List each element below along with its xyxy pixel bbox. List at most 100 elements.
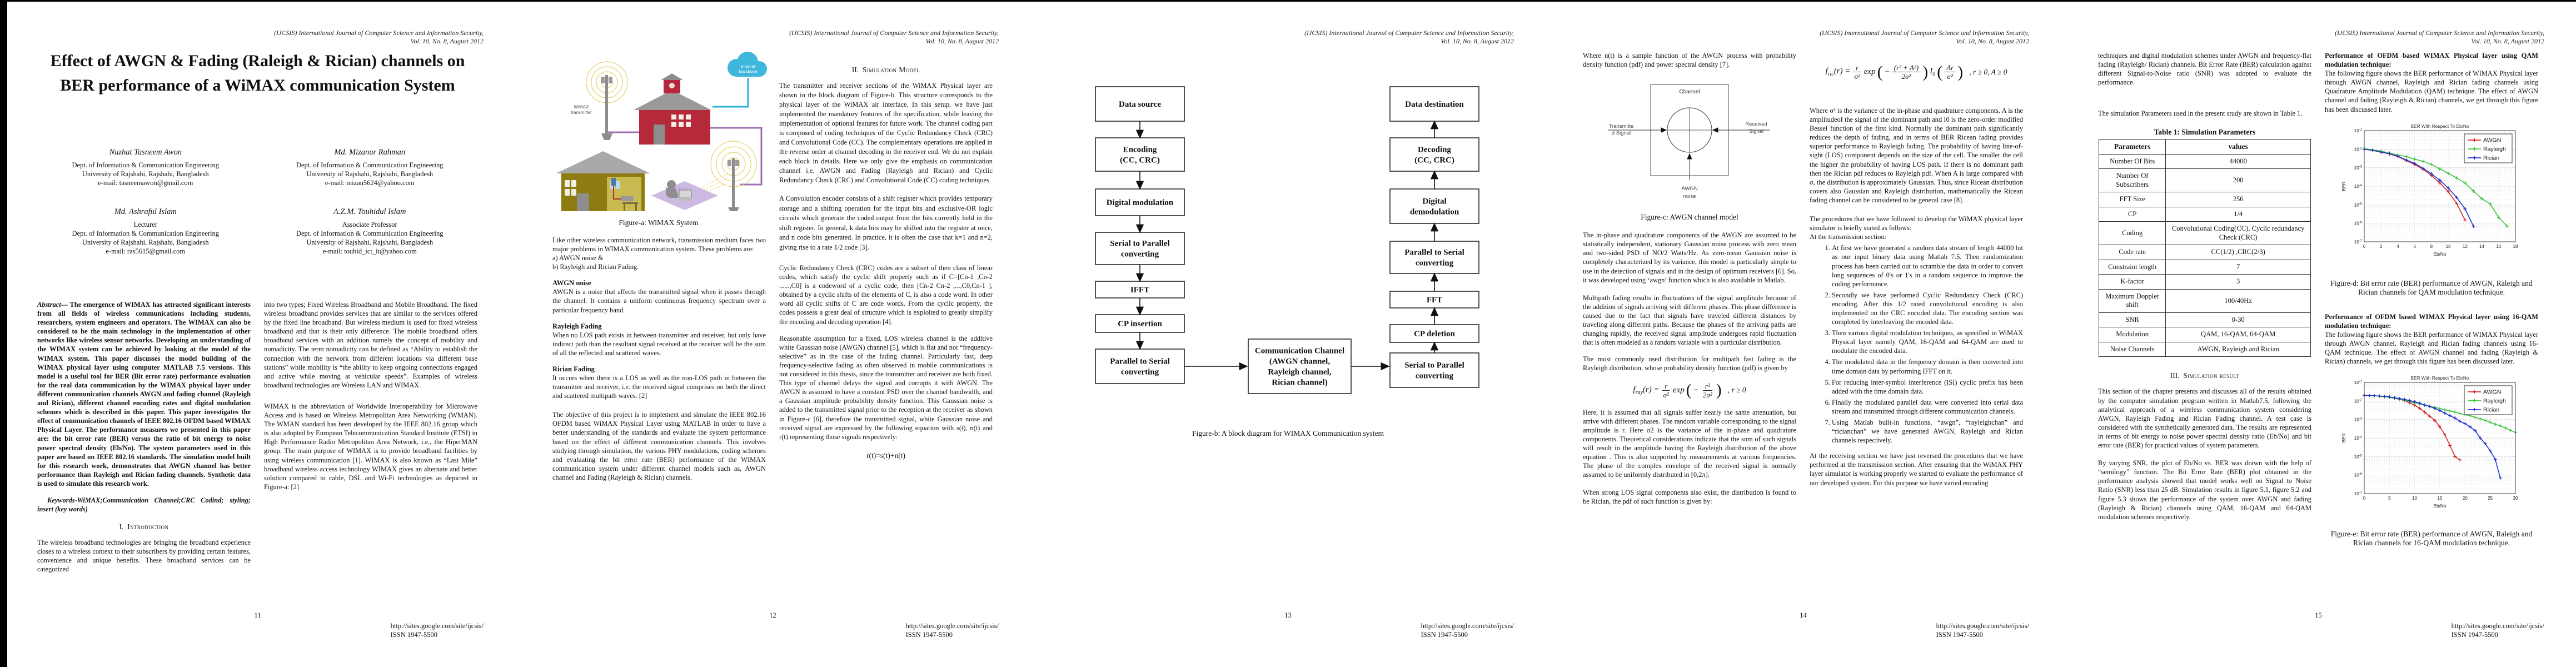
journal-header-line2: Vol. 10, No. 8, August 2012 bbox=[410, 37, 484, 45]
svg-text:6: 6 bbox=[2413, 244, 2416, 249]
page-number: 13 bbox=[1284, 611, 1292, 619]
journal-header-line2: Vol. 10, No. 8, August 2012 bbox=[925, 37, 999, 45]
svg-text:Digital modulation: Digital modulation bbox=[1107, 198, 1174, 207]
svg-text:converting: converting bbox=[1121, 368, 1159, 377]
footer-site: http://sites.google.com/site/ijcsis/ ISS… bbox=[2452, 621, 2544, 639]
table-cell: 0-30 bbox=[2165, 312, 2311, 328]
page1-left-column: Abstract— The emergence of WIMAX has att… bbox=[37, 300, 251, 582]
page5-left-column: techniques and digital modulation scheme… bbox=[2098, 51, 2311, 529]
section-1-heading: I. Introduction bbox=[37, 522, 251, 531]
diagram-box-tx-6: Parallel to Serial converting bbox=[1095, 349, 1185, 384]
table-cell: Coding bbox=[2098, 221, 2166, 246]
svg-text:Encoding: Encoding bbox=[1123, 146, 1157, 155]
svg-text:BER With Respect To Eb/No: BER With Respect To Eb/No bbox=[2411, 123, 2469, 129]
paragraph: A Convolution encoder consists of a shif… bbox=[779, 195, 993, 251]
footer-url[interactable]: http://sites.google.com/site/ijcsis/ bbox=[1421, 622, 1514, 630]
paragraph: When no LOS path exists in between trans… bbox=[552, 331, 766, 357]
journal-header: (IJCSIS) International Journal of Comput… bbox=[1820, 29, 2029, 46]
svg-text:Rayleigh: Rayleigh bbox=[2483, 146, 2506, 152]
svg-text:Data destination: Data destination bbox=[1405, 100, 1464, 109]
journal-header: (IJCSIS) International Journal of Comput… bbox=[789, 29, 999, 46]
diagram-box-rx-0: Data destination bbox=[1389, 86, 1479, 122]
page-number: 11 bbox=[254, 611, 261, 619]
author-dept: Dept. of Information & Communication Eng… bbox=[72, 230, 220, 237]
paragraph: Where n(t) is a sample function of the A… bbox=[1583, 52, 1796, 69]
paragraph: The procedures that we have followed to … bbox=[1810, 215, 2023, 232]
footer-issn: ISSN 1947-5500 bbox=[1421, 631, 1468, 639]
svg-text:8: 8 bbox=[2430, 244, 2433, 249]
backbone-link-line bbox=[712, 78, 749, 108]
paragraph: into two types; Fixed Wireless Broadband… bbox=[264, 301, 477, 389]
svg-text:Rician: Rician bbox=[2483, 407, 2499, 414]
qam-section-heading: Performance of OFDM based WIMAX Physical… bbox=[2325, 52, 2538, 69]
journal-header-line1: (IJCSIS) International Journal of Comput… bbox=[1304, 29, 1514, 37]
svg-text:0: 0 bbox=[2363, 496, 2366, 501]
author-block: Nuzhat Tasneem Awon Dept. of Information… bbox=[33, 148, 482, 256]
table-cell: Number Of Subscribers bbox=[2098, 168, 2166, 193]
table-cell: QAM, 16-QAM, 64-QAM bbox=[2165, 327, 2311, 342]
footer-site: http://sites.google.com/site/ijcsis/ ISS… bbox=[1421, 621, 1514, 639]
page-1: (IJCSIS) International Journal of Comput… bbox=[0, 0, 515, 667]
footer-site: http://sites.google.com/site/ijcsis/ ISS… bbox=[391, 621, 484, 639]
svg-text:(AWGN channel,: (AWGN channel, bbox=[1269, 357, 1330, 366]
step-3: Then various digital modulation techniqu… bbox=[1832, 328, 2023, 355]
step-6: Finally the modulated parallel data were… bbox=[1832, 398, 2023, 416]
footer-url[interactable]: http://sites.google.com/site/ijcsis/ bbox=[390, 622, 484, 630]
figure-a: WiMAX transmitter Internet backbone bbox=[542, 44, 775, 227]
svg-text:(CC, CRC): (CC, CRC) bbox=[1414, 156, 1454, 165]
table-cell: Constraint length bbox=[2098, 259, 2166, 275]
footer-url[interactable]: http://sites.google.com/site/ijcsis/ bbox=[905, 622, 999, 630]
journal-header-line1: (IJCSIS) International Journal of Comput… bbox=[2335, 29, 2544, 37]
school-building-icon bbox=[634, 73, 711, 145]
svg-text:30: 30 bbox=[2513, 496, 2518, 501]
wimax-transmitter-label-2: transmitter bbox=[571, 110, 592, 115]
author-1: Nuzhat Tasneem Awon Dept. of Information… bbox=[33, 148, 258, 187]
svg-text:10: 10 bbox=[2446, 244, 2451, 249]
qam16-section-heading: Performance of OFDM based WIMAX Physical… bbox=[2325, 312, 2538, 330]
paragraph: The objective of this project is to impl… bbox=[552, 411, 766, 481]
svg-text:converting: converting bbox=[1121, 250, 1159, 259]
transmission-steps-list: At first we have generated a random data… bbox=[1810, 243, 2023, 445]
page-number: 15 bbox=[2315, 611, 2322, 619]
journal-header: (IJCSIS) International Journal of Comput… bbox=[274, 29, 484, 46]
paragraph: Reasonable assumption for a fixed, LOS w… bbox=[779, 334, 993, 441]
table-cell: 100/40Hz bbox=[2165, 288, 2311, 313]
svg-text:Parallel to Serial: Parallel to Serial bbox=[1110, 357, 1169, 366]
table-cell: Noise Channels bbox=[2098, 341, 2166, 357]
page2-left-column: Like other wireless communication networ… bbox=[552, 236, 766, 490]
laptop-user-icon bbox=[651, 180, 718, 210]
svg-text:Eb/No: Eb/No bbox=[2433, 251, 2446, 257]
table-header-parameters: Parameters bbox=[2098, 139, 2166, 155]
journal-header-line1: (IJCSIS) International Journal of Comput… bbox=[789, 29, 999, 37]
svg-text:20: 20 bbox=[2463, 496, 2468, 501]
footer-url[interactable]: http://sites.google.com/site/ijcsis/ bbox=[1936, 622, 2029, 630]
diagram-box-tx-0: Data source bbox=[1095, 86, 1185, 122]
section-2-heading: II. Simulation Model bbox=[779, 66, 993, 74]
table-cell: 3 bbox=[2165, 274, 2311, 290]
table-cell: Modulation bbox=[2098, 327, 2166, 342]
svg-text:converting: converting bbox=[1416, 259, 1454, 268]
svg-text:10-1: 10-1 bbox=[2354, 128, 2363, 133]
paragraph: AWGN is a noise that affects the transmi… bbox=[552, 288, 766, 314]
footer-url[interactable]: http://sites.google.com/site/ijcsis/ bbox=[2451, 622, 2544, 630]
journal-header: (IJCSIS) International Journal of Comput… bbox=[2335, 29, 2544, 46]
section-number: III. bbox=[2170, 371, 2180, 380]
figure-c-caption: Figure-c: AWGN channel model bbox=[1641, 213, 1738, 222]
table-cell: CP bbox=[2098, 206, 2166, 222]
awgn-noise-label-1: AWGN bbox=[1681, 186, 1697, 192]
svg-text:FFT: FFT bbox=[1427, 296, 1442, 305]
list-item-a: a) AWGN noise & bbox=[552, 254, 604, 262]
awgn-channel-model-diagram: Channel Transmitte d Signal Received Sig… bbox=[1608, 84, 1770, 200]
svg-text:10-4: 10-4 bbox=[2354, 436, 2363, 441]
table-cell: AWGN, Rayleigh and Rician bbox=[2165, 341, 2311, 357]
figure-b-caption: Figure-b: A block diagram for WIMAX Comm… bbox=[1192, 429, 1384, 437]
page4-left-column: Where n(t) is a sample function of the A… bbox=[1583, 51, 1796, 514]
